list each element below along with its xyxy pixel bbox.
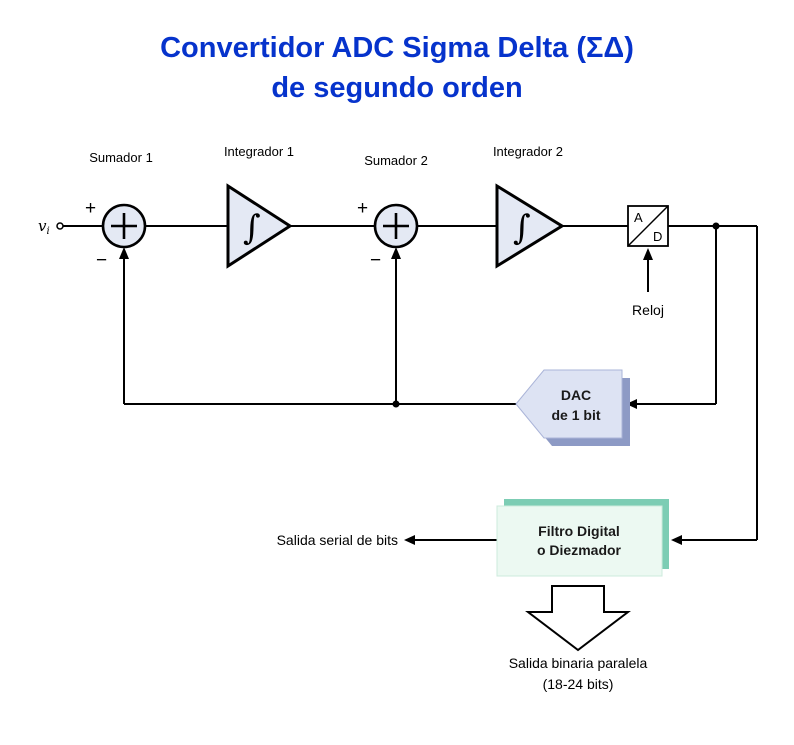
- salida-serial-label: Salida serial de bits: [277, 532, 398, 548]
- arrowhead-into-sum1: [119, 247, 129, 259]
- dac-block: [515, 369, 623, 439]
- dac-label-line1: DAC: [561, 387, 591, 403]
- dac-label-line2: de 1 bit: [551, 407, 600, 423]
- parallel-output-arrow: [525, 585, 631, 652]
- sumador2-label: Sumador 2: [364, 153, 428, 168]
- junction-dot-right: [712, 222, 720, 230]
- adc-a-label: A: [634, 210, 643, 225]
- junction-dot-feedback: [392, 400, 400, 408]
- sumador2-plus-sign: +: [357, 198, 368, 219]
- filtro-label-line1: Filtro Digital: [538, 523, 620, 539]
- arrowhead-into-dac: [626, 399, 637, 409]
- arrowhead-into-filtro: [671, 535, 682, 545]
- input-base: v: [38, 217, 47, 235]
- adc-diagonal: [627, 205, 669, 247]
- sumador1-label: Sumador 1: [89, 150, 153, 165]
- reloj-label: Reloj: [632, 302, 664, 318]
- input-signal-label: vi: [38, 217, 50, 237]
- integrador2-integral-symbol: ∫: [513, 208, 531, 248]
- arrowhead-clock: [643, 248, 653, 260]
- filtro-block: [496, 505, 663, 577]
- integrador1-triangle: [226, 183, 293, 269]
- sumador2-minus-sign: −: [370, 250, 381, 271]
- integrador1-integral-symbol: ∫: [243, 208, 261, 248]
- page-title-line1: Convertidor ADC Sigma Delta (ΣΔ): [160, 32, 634, 64]
- input-subscript: i: [46, 226, 49, 237]
- input-terminal-node: [56, 222, 64, 230]
- sumador1-minus-sign: −: [96, 250, 107, 271]
- integrador1-label: Integrador 1: [224, 144, 294, 159]
- arrowhead-into-sum2: [391, 247, 401, 259]
- sumador1-plus-sign: +: [85, 198, 96, 219]
- salida-paralela-line2: (18-24 bits): [543, 676, 614, 692]
- page-title-line2: de segundo orden: [271, 72, 522, 104]
- filtro-label-line2: o Diezmador: [537, 542, 622, 558]
- salida-paralela-line1: Salida binaria paralela: [509, 655, 648, 671]
- integrador2-triangle: [495, 183, 565, 269]
- adc-d-label: D: [653, 229, 662, 244]
- integrador2-label: Integrador 2: [493, 144, 563, 159]
- arrowhead-serial-out: [404, 535, 415, 545]
